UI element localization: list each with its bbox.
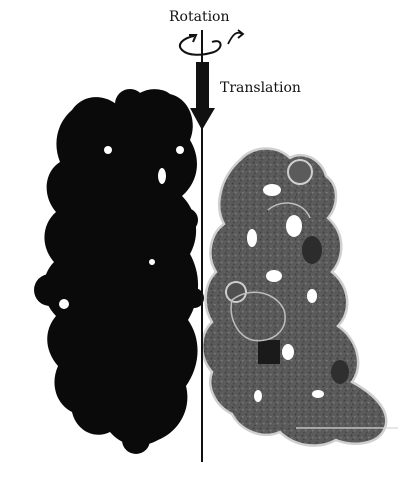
- right-molecule: [202, 148, 398, 445]
- rotation-arrow-icon: [180, 30, 243, 55]
- left-molecule: [34, 89, 204, 454]
- down-arrow-icon: [190, 62, 215, 130]
- translation-label: Translation: [220, 81, 301, 95]
- rotation-label: Rotation: [169, 10, 230, 24]
